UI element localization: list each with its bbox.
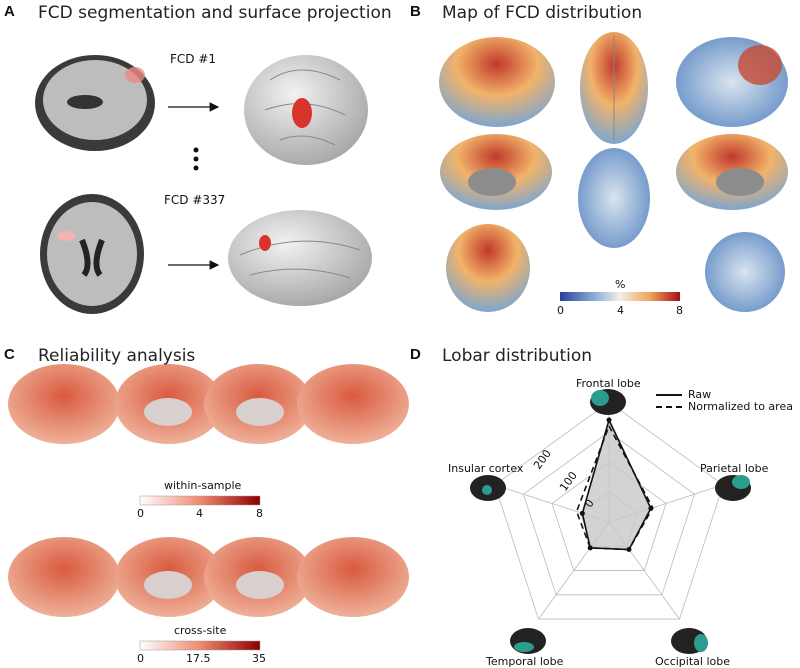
- radar-legend: [656, 394, 682, 408]
- panel-c-title: Reliability analysis: [38, 346, 196, 366]
- ellipsis-dots: [193, 147, 199, 171]
- axis-label-insular: Insular cortex: [448, 462, 524, 475]
- axis-label-temporal: Temporal lobe: [486, 655, 564, 668]
- within-tick-8: 8: [256, 507, 263, 520]
- legend-normalized: Normalized to area: [688, 400, 793, 413]
- radar-point-0: [606, 417, 612, 423]
- colorbar-tick-0: 0: [557, 304, 564, 317]
- cross-site-colorbar: [139, 640, 261, 651]
- colorbar-tick-8: 8: [676, 304, 683, 317]
- lobar-radar-chart: [494, 401, 724, 620]
- cross-tick-17-5: 17.5: [186, 652, 211, 665]
- fcd-colorbar: [560, 292, 680, 301]
- panel-b-title: Map of FCD distribution: [442, 3, 643, 23]
- within-tick-0: 0: [137, 507, 144, 520]
- radar-grid-ring-2: [522, 431, 696, 596]
- within-sample-brains: [8, 364, 409, 444]
- fcd-case-1-label: FCD #1: [170, 52, 217, 66]
- panel-a-label: A: [4, 3, 15, 20]
- legend-raw: Raw: [688, 388, 712, 401]
- cross-tick-0: 0: [137, 652, 144, 665]
- cross-site-label: cross-site: [174, 624, 227, 637]
- lobe-icons: [470, 389, 751, 654]
- within-sample-colorbar: [139, 495, 261, 506]
- axis-label-frontal: Frontal lobe: [576, 377, 641, 390]
- radar-grid-ring-3: [494, 401, 724, 620]
- radar-point-4: [579, 510, 585, 516]
- mri-sagittal-slice: [35, 55, 155, 151]
- colorbar-tick-4: 4: [617, 304, 624, 317]
- radar-grid-ring-1: [551, 461, 667, 571]
- radar-series-1: [575, 424, 654, 551]
- colorbar-unit: %: [615, 278, 626, 291]
- axis-label-occipital: Occipital lobe: [655, 655, 730, 668]
- mri-axial-slice: [40, 194, 144, 314]
- panel-d-title: Lobar distribution: [442, 346, 593, 366]
- within-tick-4: 4: [196, 507, 203, 520]
- fcd-map-brains: [439, 32, 788, 312]
- fcd-case-337-label: FCD #337: [164, 193, 226, 207]
- brain-surface-case-337: [228, 210, 372, 306]
- panel-b-label: B: [410, 3, 421, 20]
- panel-a-title: FCD segmentation and surface projection: [38, 3, 392, 23]
- brain-surface-case-1: [244, 55, 368, 165]
- panel-c-label: C: [4, 346, 15, 363]
- cross-site-brains: [8, 537, 409, 617]
- cross-tick-35: 35: [252, 652, 266, 665]
- axis-label-parietal: Parietal lobe: [700, 462, 769, 475]
- within-sample-label: within-sample: [164, 479, 242, 492]
- panel-d-label: D: [410, 346, 421, 363]
